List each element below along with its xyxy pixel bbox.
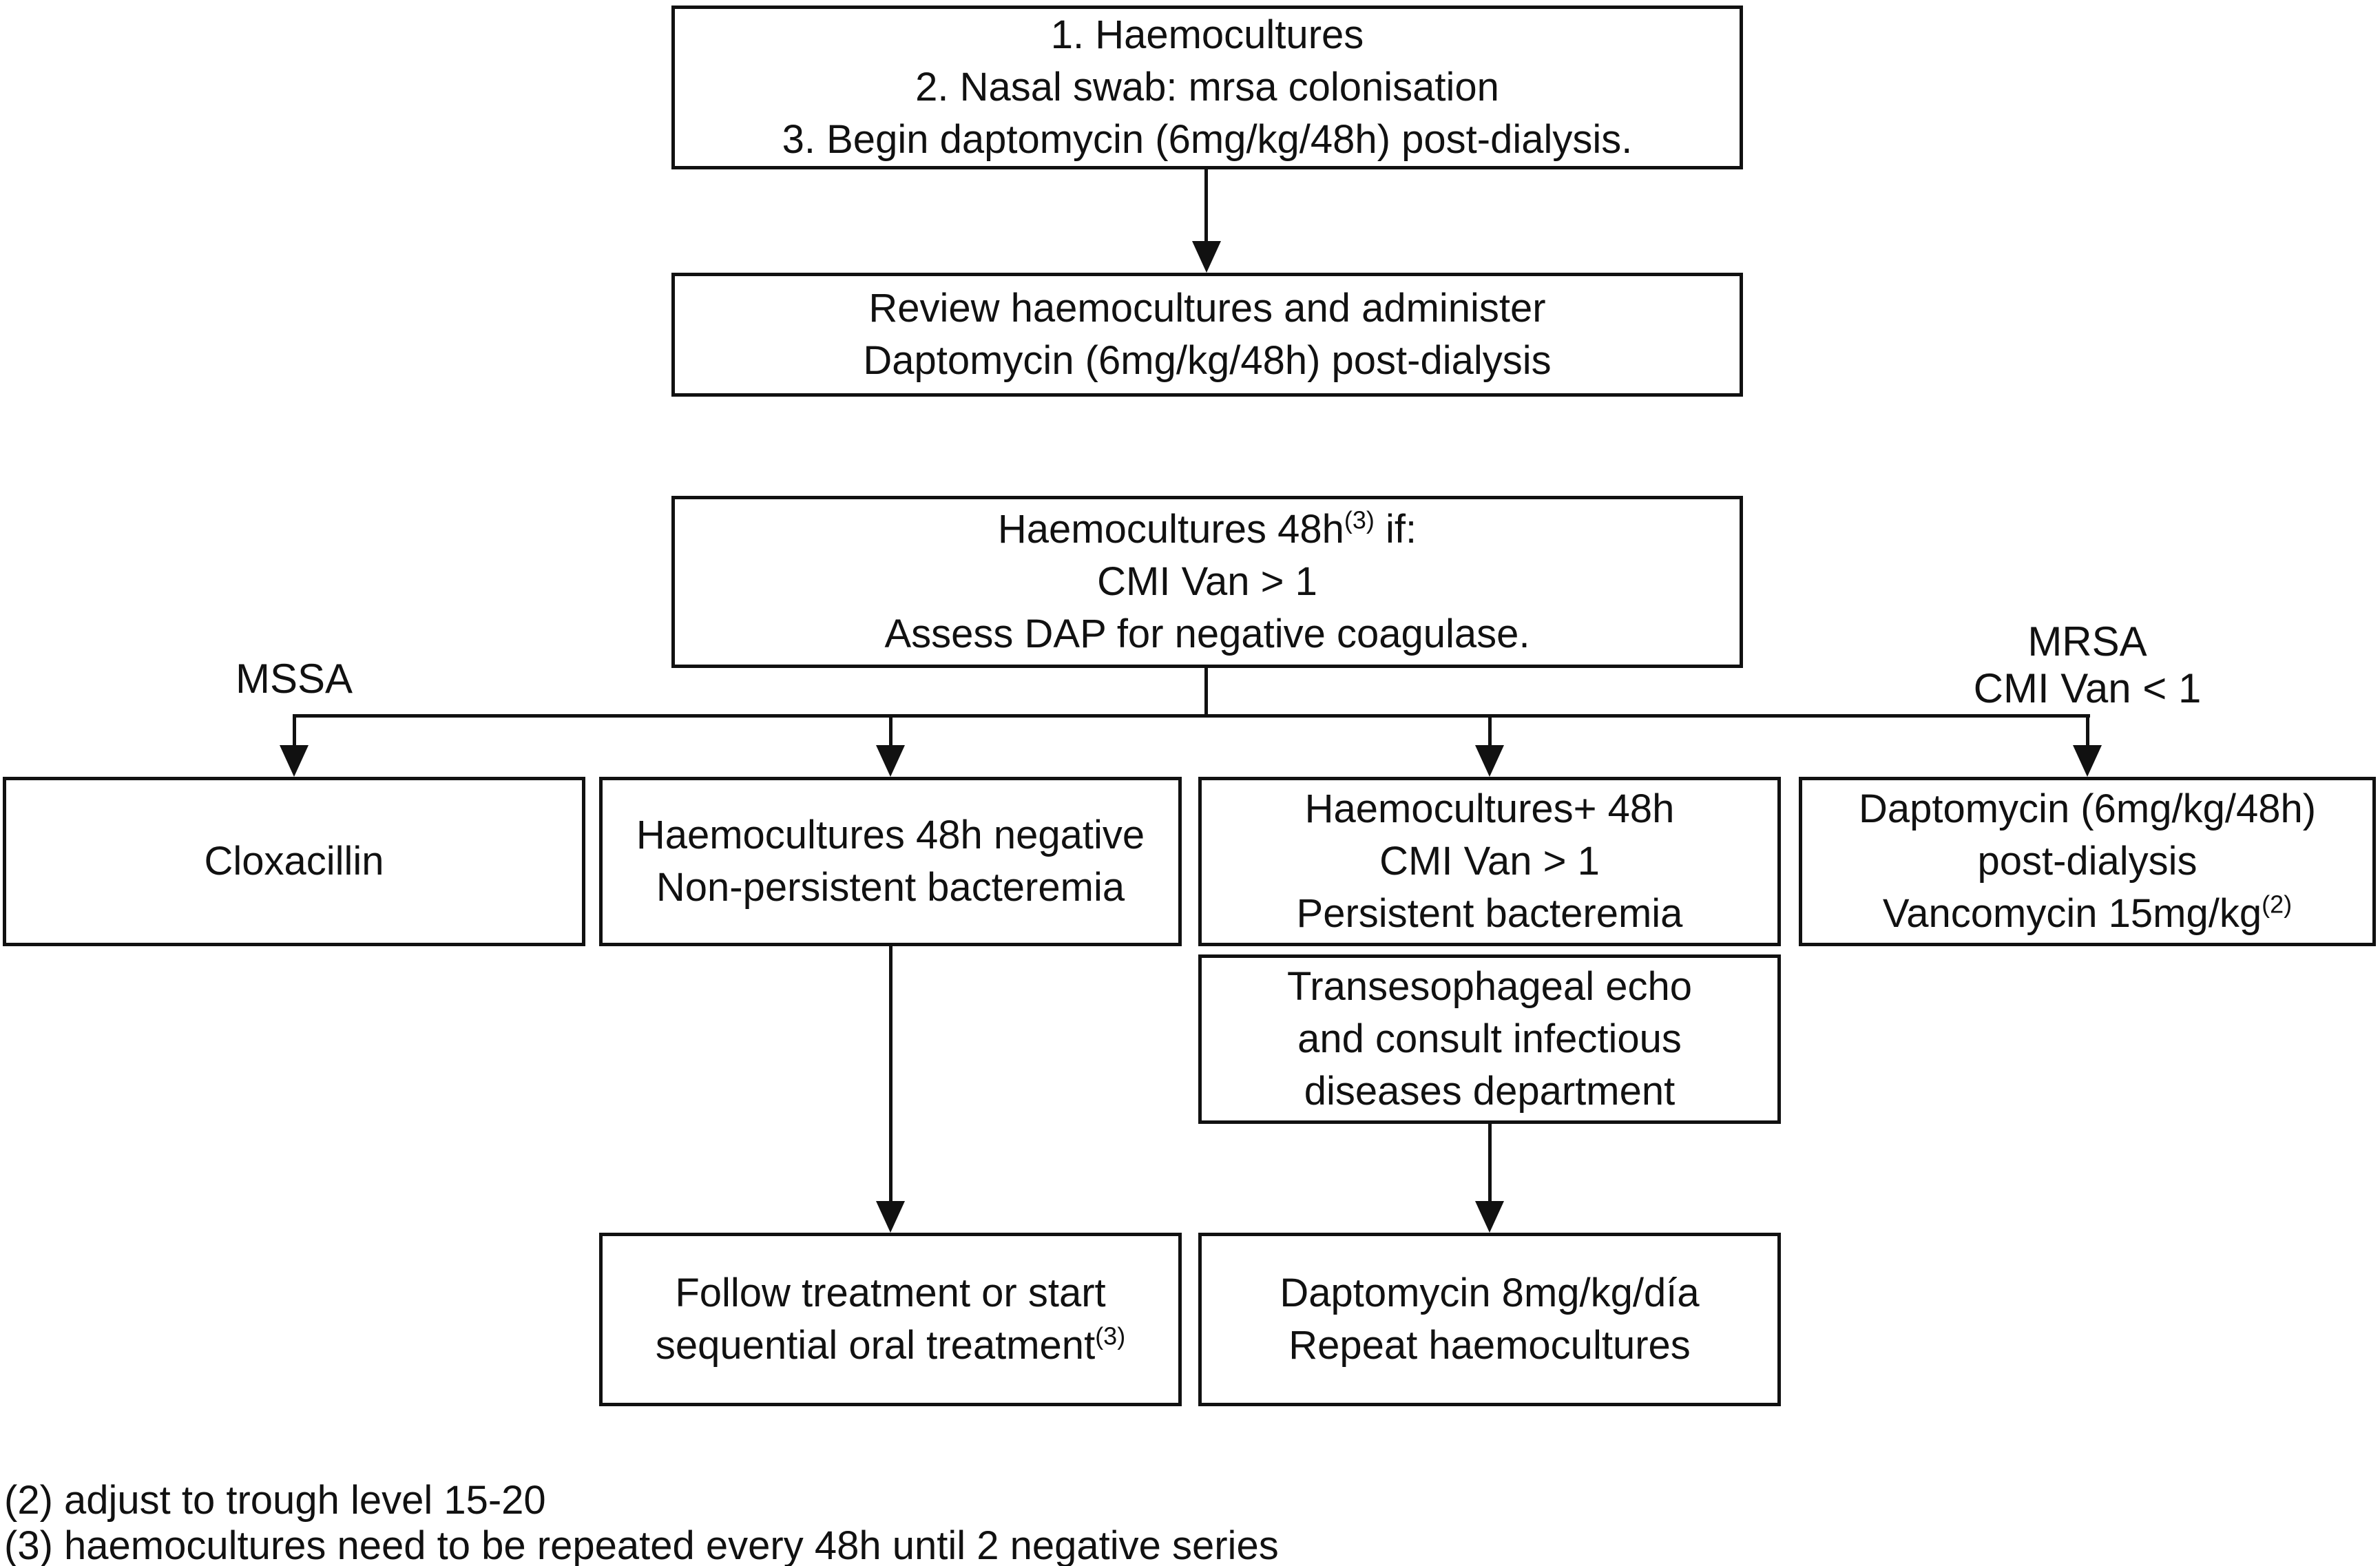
follow-line-2-text: sequential oral treatment <box>655 1323 1096 1368</box>
echo-line-1: Transesophageal echo <box>1287 964 1692 1009</box>
box-mrsa-treatment: Daptomycin (6mg/kg/48h) post-dialysis Va… <box>1799 777 2376 946</box>
mrsa-treatment-line-3-text: Vancomycin 15mg/kg <box>1882 891 2262 936</box>
label-mrsa-line-1: MRSA <box>2027 618 2147 665</box>
box-initial-workup: 1. Haemocultures 2. Nasal swab: mrsa col… <box>671 6 1743 169</box>
box-cloxacillin: Cloxacillin <box>3 777 585 946</box>
box-repeat-haemocultures: Daptomycin 8mg/kg/día Repeat haemocultur… <box>1198 1233 1781 1406</box>
box-review-administer: Review haemocultures and administer Dapt… <box>671 273 1743 397</box>
branch-horizontal-line <box>293 714 2090 718</box>
mrsa-treatment-line-2: post-dialysis <box>1977 839 2198 884</box>
box-haemocultures-criteria: Haemocultures 48h(3) if: CMI Van > 1 Ass… <box>671 496 1743 668</box>
arrowhead-down-icon <box>2073 745 2102 777</box>
arrowhead-down-icon <box>1192 241 1221 273</box>
criteria-line-1-suffix: if: <box>1374 507 1417 552</box>
footnote-trough-level: (2) adjust to trough level 15-20 <box>4 1478 546 1523</box>
criteria-line-1: Haemocultures 48h(3) if: <box>998 503 1417 556</box>
arrowhead-down-icon <box>876 1201 905 1233</box>
connector-branch-to-negative <box>889 718 892 747</box>
label-mrsa-line-2: CMI Van < 1 <box>1973 665 2202 711</box>
negative-line-2: Non-persistent bacteremia <box>656 865 1125 910</box>
label-mssa: MSSA <box>235 656 353 702</box>
follow-line-2: sequential oral treatment(3) <box>656 1319 1125 1372</box>
connector-negative-to-follow <box>889 946 892 1204</box>
initial-workup-step-2: 2. Nasal swab: mrsa colonisation <box>915 65 1499 109</box>
connector-branch-to-mrsa <box>2086 718 2089 747</box>
criteria-line-3: Assess DAP for negative coagulase. <box>884 612 1530 656</box>
box-48h-negative: Haemocultures 48h negative Non-persisten… <box>599 777 1182 946</box>
criteria-line-1-text: Haemocultures 48h <box>997 507 1344 552</box>
follow-line-1: Follow treatment or start <box>675 1271 1106 1315</box>
persistent-line-1: Haemocultures+ 48h <box>1304 786 1675 831</box>
mrsa-treatment-line-3: Vancomycin 15mg/kg(2) <box>1883 888 2292 940</box>
footnote-repeat-haemocultures: (3) haemocultures need to be repeated ev… <box>4 1523 1279 1566</box>
box-persistent-bacteremia: Haemocultures+ 48h CMI Van > 1 Persisten… <box>1198 777 1781 946</box>
repeat-line-2: Repeat haemocultures <box>1288 1323 1691 1368</box>
cloxacillin-line-1: Cloxacillin <box>204 839 384 884</box>
persistent-line-2: CMI Van > 1 <box>1379 839 1600 884</box>
negative-line-1: Haemocultures 48h negative <box>636 813 1145 857</box>
echo-line-3: diseases department <box>1304 1069 1676 1114</box>
mrsa-treatment-line-1: Daptomycin (6mg/kg/48h) <box>1858 786 2317 831</box>
connector-branch-to-persistent <box>1488 718 1492 747</box>
box-transesophageal-echo: Transesophageal echo and consult infecti… <box>1198 954 1781 1124</box>
arrowhead-down-icon <box>1475 1201 1504 1233</box>
initial-workup-step-3: 3. Begin daptomycin (6mg/kg/48h) post-di… <box>782 117 1633 162</box>
follow-footnote-marker: (3) <box>1095 1322 1126 1350</box>
initial-workup-step-1: 1. Haemocultures <box>1050 12 1364 57</box>
review-line-1: Review haemocultures and administer <box>868 286 1546 331</box>
connector-branch-to-cloxacillin <box>293 718 296 747</box>
arrowhead-down-icon <box>280 745 309 777</box>
review-line-2: Daptomycin (6mg/kg/48h) post-dialysis <box>863 338 1552 383</box>
connector-echo-to-repeat <box>1488 1124 1492 1204</box>
repeat-line-1: Daptomycin 8mg/kg/día <box>1280 1271 1700 1315</box>
criteria-line-2: CMI Van > 1 <box>1097 559 1317 604</box>
mrsa-treatment-footnote-marker: (2) <box>2262 890 2293 919</box>
arrowhead-down-icon <box>1475 745 1504 777</box>
criteria-footnote-marker: (3) <box>1344 505 1375 534</box>
connector-criteria-to-branch <box>1204 668 1208 718</box>
echo-line-2: and consult infectious <box>1297 1016 1682 1061</box>
arrowhead-down-icon <box>876 745 905 777</box>
box-follow-treatment: Follow treatment or start sequential ora… <box>599 1233 1182 1406</box>
label-mrsa: MRSA CMI Van < 1 <box>1950 618 2225 712</box>
persistent-line-3: Persistent bacteremia <box>1296 891 1683 936</box>
connector-initial-to-review <box>1204 169 1208 244</box>
